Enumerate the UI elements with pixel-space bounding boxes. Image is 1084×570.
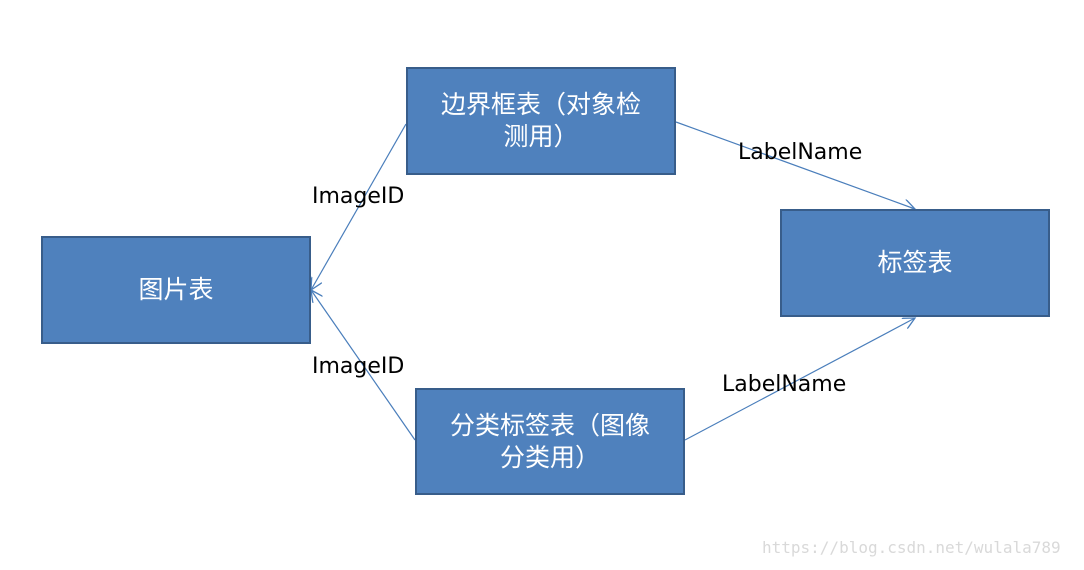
image-table-node: 图片表 <box>41 236 311 344</box>
edge-label-class-imageid: ImageID <box>312 354 405 379</box>
class-label-table-node: 分类标签表（图像 分类用） <box>415 388 685 495</box>
connector-class-to-label <box>684 318 915 441</box>
watermark-text: https://blog.csdn.net/wulala789 <box>762 538 1061 557</box>
edge-label-bbox-imageid: ImageID <box>312 184 405 209</box>
bbox-table-node: 边界框表（对象检 测用） <box>406 67 676 175</box>
connector-bbox-to-label <box>675 121 915 209</box>
edge-label-bbox-labelname: LabelName <box>738 140 863 165</box>
connector-bbox-to-image <box>311 123 407 290</box>
edge-label-class-labelname: LabelName <box>722 372 847 397</box>
connector-class-to-image <box>311 290 416 441</box>
label-table-node: 标签表 <box>780 209 1050 317</box>
